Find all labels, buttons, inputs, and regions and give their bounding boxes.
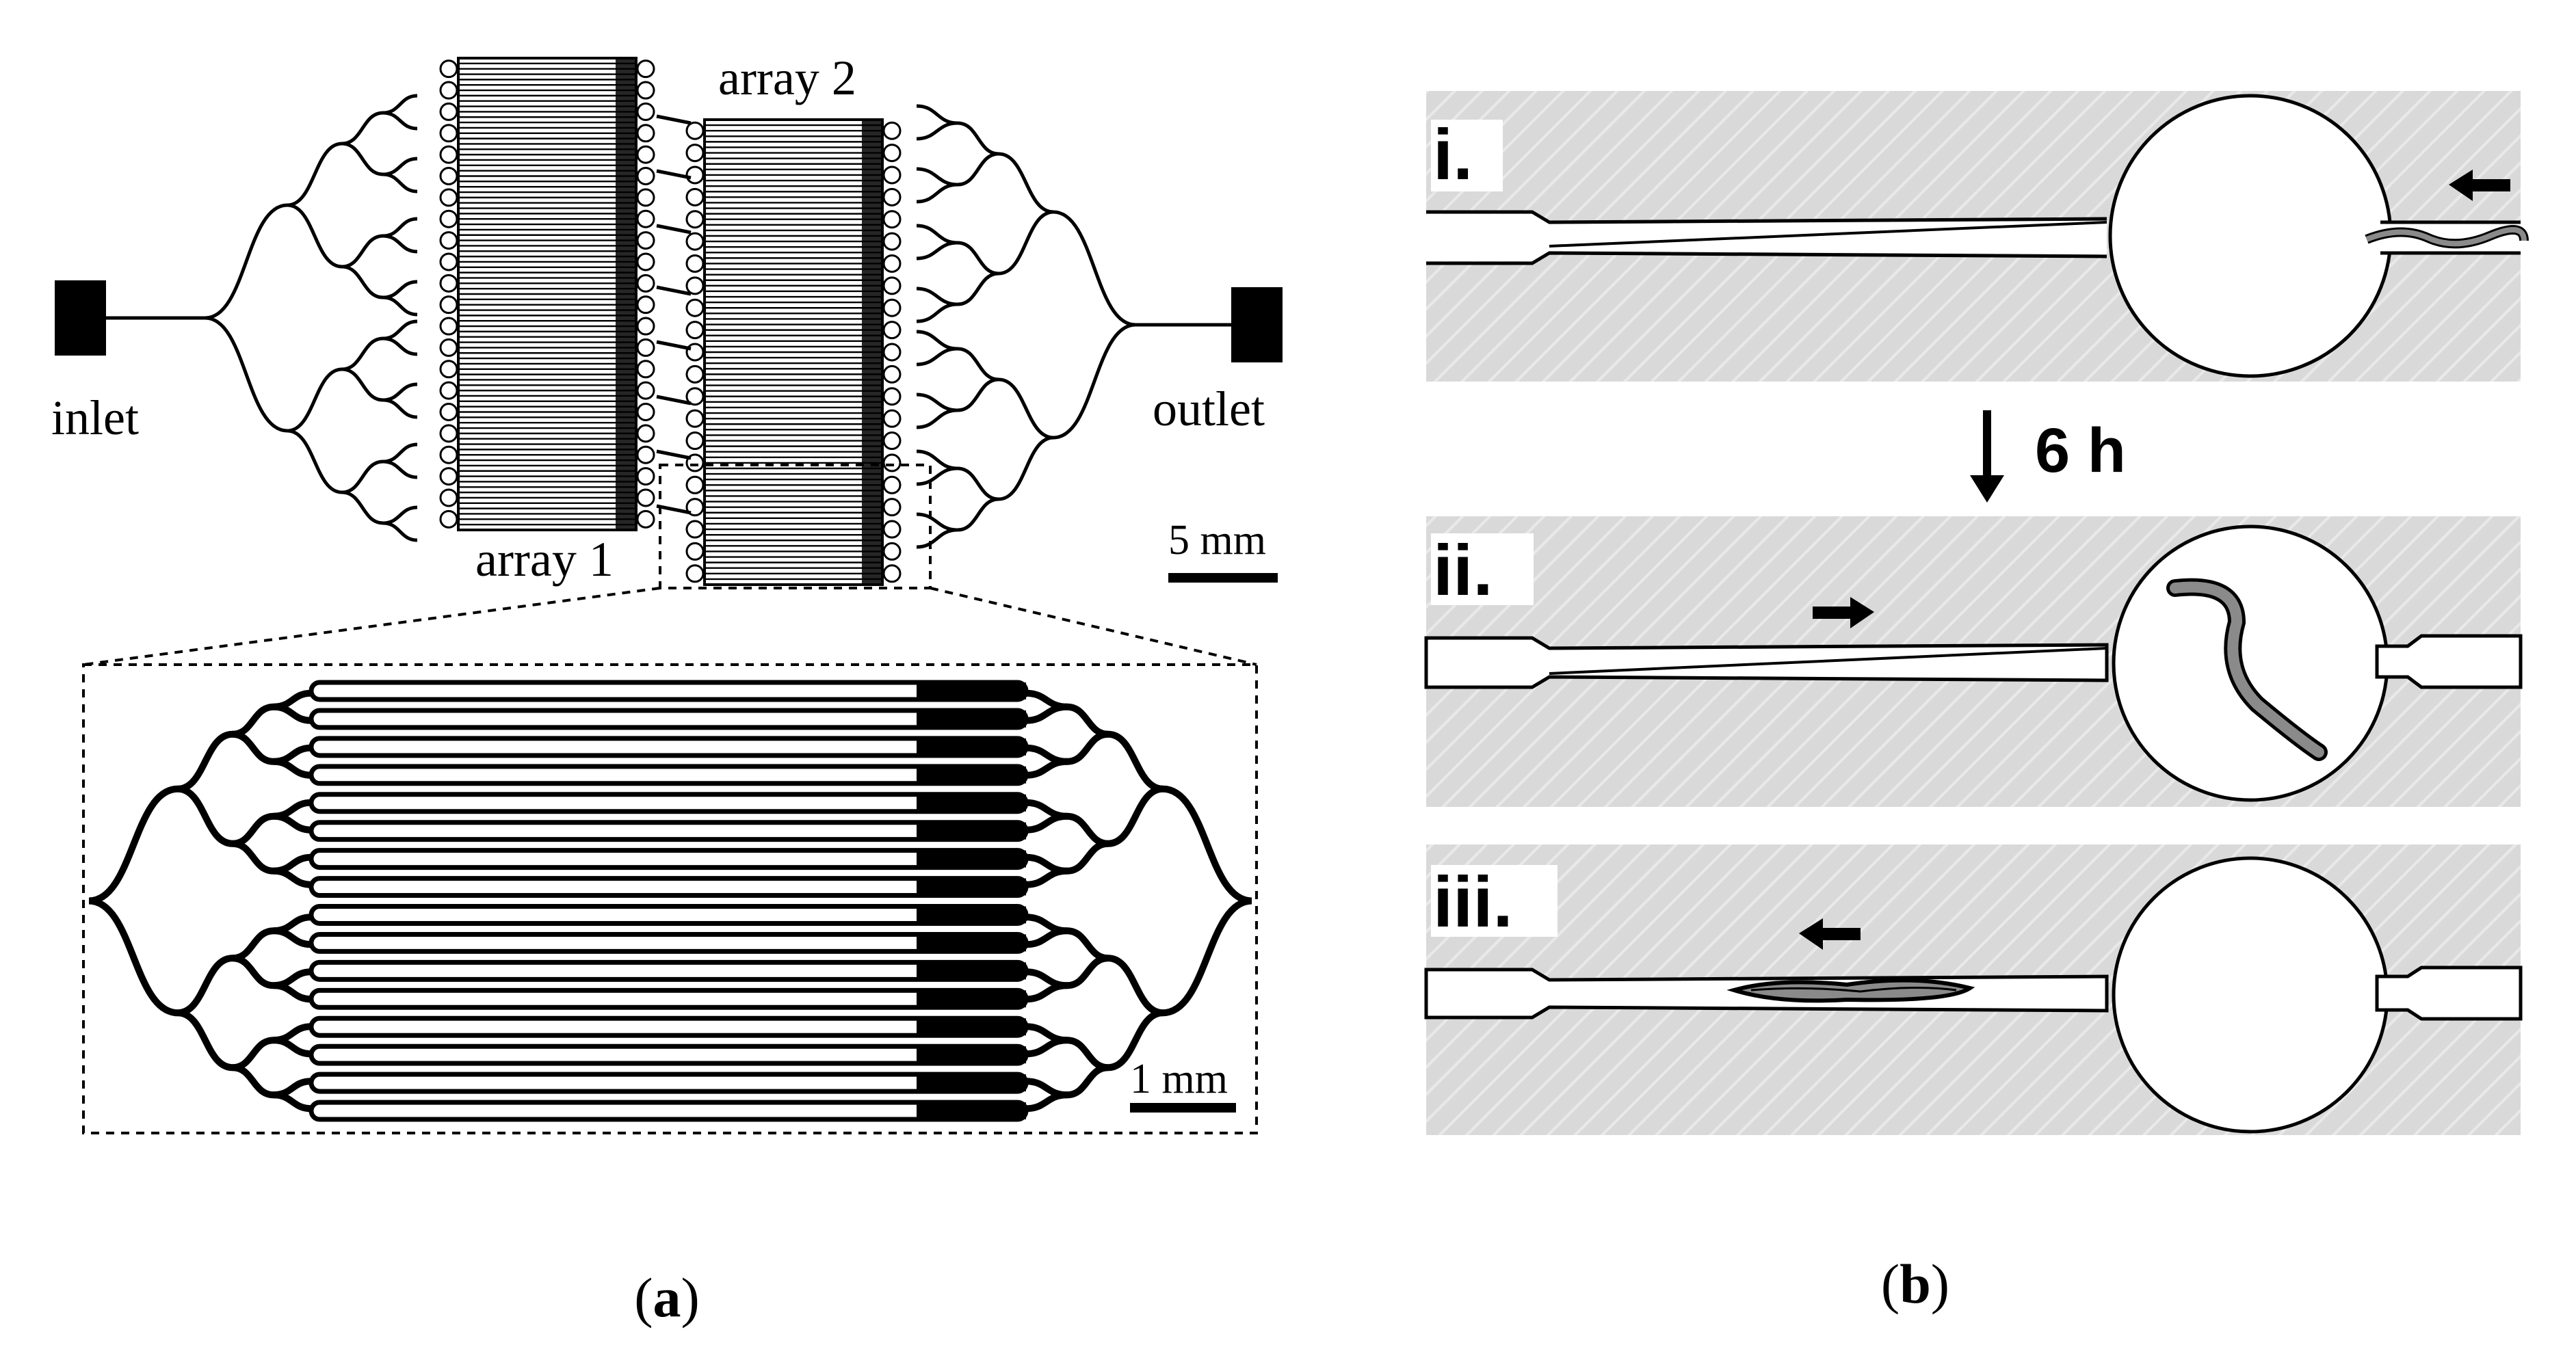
- scale-bar-zoom: [1130, 1103, 1236, 1113]
- zoom-frame: [82, 663, 1258, 1134]
- panel-b-caption: (b): [1881, 1253, 1949, 1315]
- step-label-i: i.: [1431, 115, 1503, 195]
- array-1: [439, 57, 655, 531]
- inlet-port: [55, 280, 106, 356]
- inlet-label: inlet: [51, 390, 139, 445]
- step-ii-chamber: [1424, 516, 2523, 807]
- scale-bar-main-label: 5 mm: [1168, 517, 1266, 563]
- flow-arrow-left-icon: [2449, 170, 2510, 201]
- panel-a: array 2 array 1 inlet outlet 5 mm 1 mm (…: [51, 51, 1283, 1329]
- svg-text:ii.: ii.: [1433, 531, 1493, 611]
- panel-a-caption: (a): [634, 1266, 700, 1329]
- scale-bar-main: [1168, 573, 1278, 583]
- step-iii-chamber: [1424, 844, 2523, 1135]
- svg-text:i.: i.: [1433, 115, 1473, 195]
- outlet-label: outlet: [1153, 382, 1265, 436]
- zoom-selection-box: [659, 464, 932, 589]
- panel-b: 6 h i. ii.: [1424, 91, 2529, 1315]
- array-2: [685, 118, 902, 586]
- flow-arrow-right-icon: [1813, 597, 1874, 628]
- svg-text:iii.: iii.: [1433, 862, 1513, 942]
- step-label-ii: ii.: [1431, 531, 1534, 611]
- main-channel-network: [106, 94, 1231, 549]
- zoomed-array: [88, 680, 1252, 1122]
- array-2-label: array 2: [718, 51, 856, 105]
- step-label-iii: iii.: [1431, 862, 1558, 942]
- step-i-chamber: [1426, 91, 2529, 382]
- zoom-projection-right: [930, 587, 1257, 666]
- zoom-projection-left: [83, 587, 661, 666]
- outlet-port: [1231, 287, 1283, 362]
- scale-bar-zoom-label: 1 mm: [1130, 1056, 1228, 1102]
- time-label: 6 h: [2035, 416, 2126, 485]
- flow-arrow-left-icon: [1799, 918, 1861, 950]
- array-1-label: array 1: [475, 532, 614, 587]
